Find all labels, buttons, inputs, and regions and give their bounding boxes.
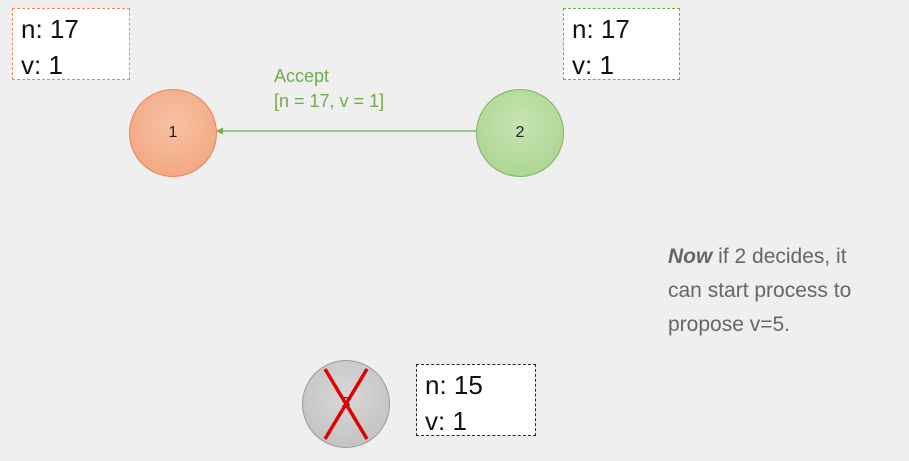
node-3-failed: 3 <box>302 360 390 448</box>
note-line-2: can start process to <box>668 279 852 302</box>
accept-message-title: Accept <box>274 66 330 86</box>
note-emphasis: Now <box>668 245 713 268</box>
node-3-v-value: v: 1 <box>425 406 467 436</box>
node-1-state-box: n: 17 v: 1 <box>12 8 130 80</box>
node-1: 1 <box>129 89 217 177</box>
explanation-note: Now if 2 decides, it can start process t… <box>668 240 903 342</box>
node-2-label: 2 <box>515 124 525 141</box>
node-1-n-value: n: 17 <box>21 14 79 44</box>
accept-message-params: [n = 17, v = 1] <box>274 91 385 111</box>
accept-message-label: Accept [n = 17, v = 1] <box>274 64 384 114</box>
node-1-label: 1 <box>168 124 178 141</box>
node-2-state-box: n: 17 v: 1 <box>563 8 680 80</box>
note-line-3: propose v=5. <box>668 313 791 336</box>
node-3-n-value: n: 15 <box>425 370 483 400</box>
note-line-1: if 2 decides, it <box>712 245 847 268</box>
accept-arrow-head <box>216 127 223 135</box>
node-2-v-value: v: 1 <box>572 50 614 80</box>
node-1-v-value: v: 1 <box>21 50 63 80</box>
node-2: 2 <box>476 89 564 177</box>
node-2-n-value: n: 17 <box>572 14 630 44</box>
node-3-state-box: n: 15 v: 1 <box>416 364 536 436</box>
crossed-out-icon <box>323 368 369 440</box>
